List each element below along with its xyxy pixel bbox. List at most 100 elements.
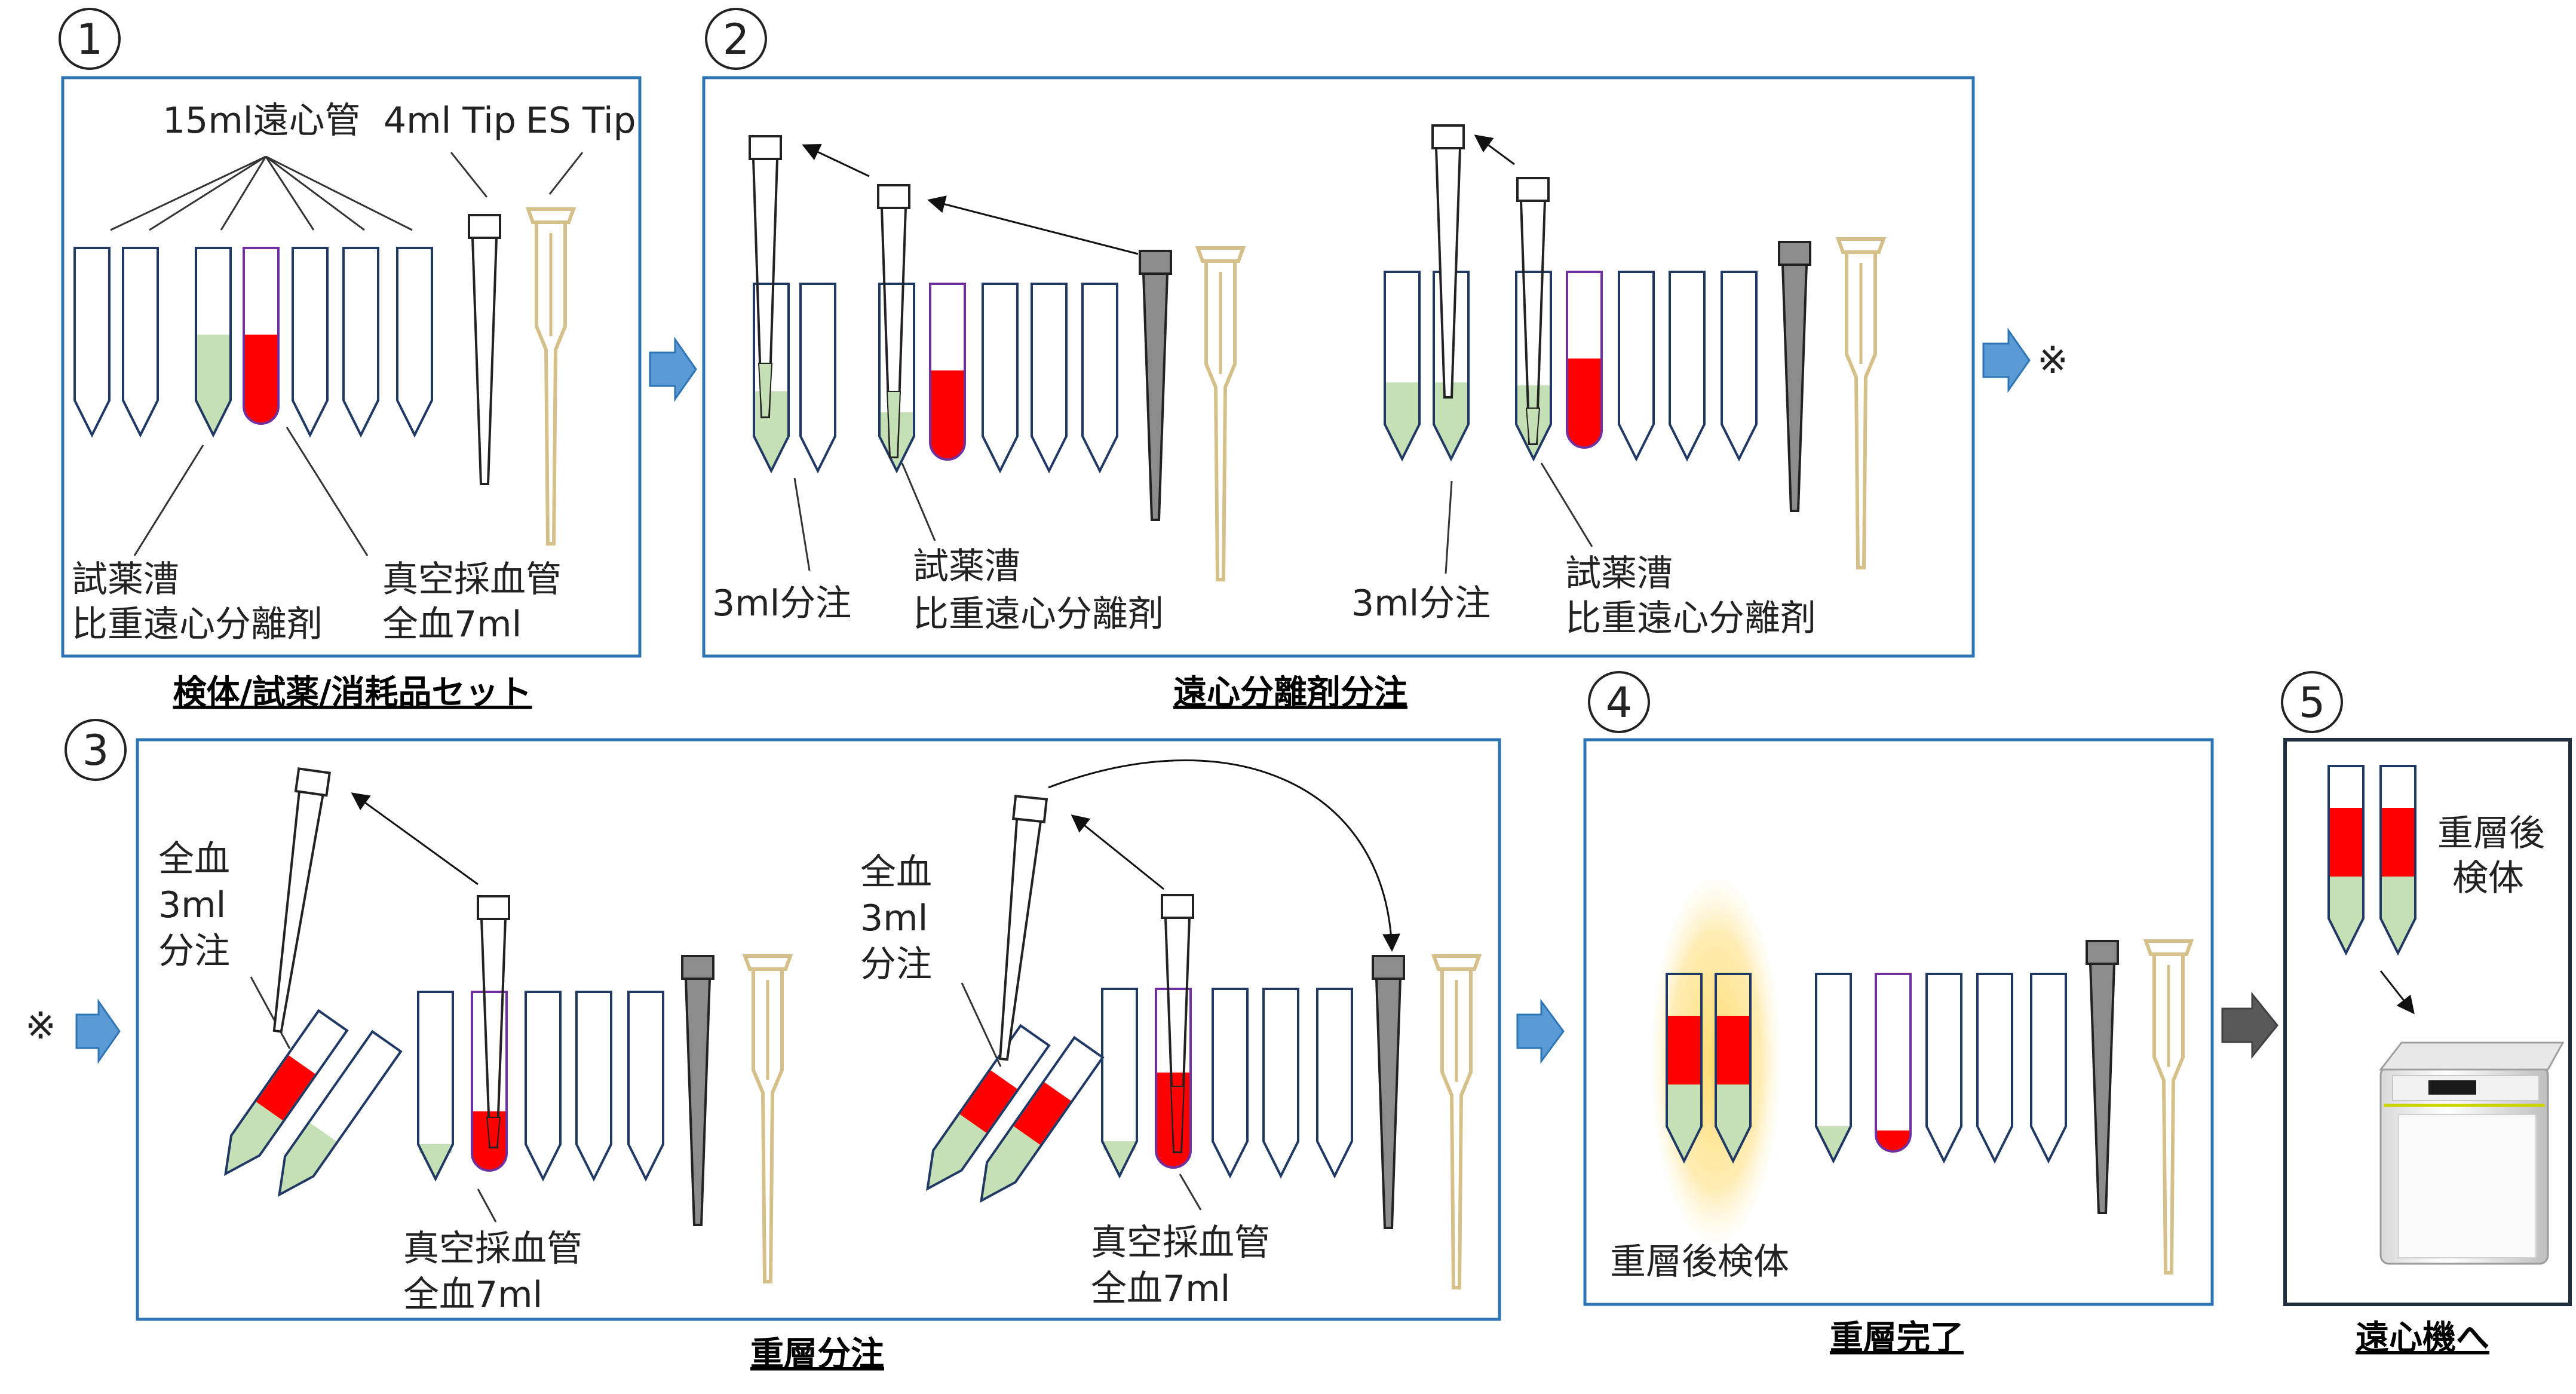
label-4ml-tip: 4ml Tip xyxy=(384,100,516,142)
flow-arrow-3-to-4 xyxy=(1516,998,1565,1064)
es-tip xyxy=(1195,246,1246,581)
pipette-tip-4ml xyxy=(877,184,910,458)
centrifuge-layer xyxy=(2378,1041,2565,1265)
centrifuge-tube xyxy=(1081,283,1118,474)
panel-2 xyxy=(702,76,1975,658)
label-vacuum-1: 真空採血管 xyxy=(382,559,562,601)
svg-text:3: 3 xyxy=(82,726,109,775)
centrifuge-tube xyxy=(1031,283,1068,474)
movement-arrows xyxy=(351,134,2415,1015)
vacuum-blood-tube xyxy=(929,283,966,461)
svg-text:5: 5 xyxy=(2299,678,2326,727)
label-vacuum-p3a-2: 全血7ml xyxy=(403,1274,542,1316)
centrifuge-tube xyxy=(1925,973,1962,1164)
svg-text:1: 1 xyxy=(76,15,103,64)
label-layered-sample: 重層後検体 xyxy=(1610,1241,1789,1283)
centrifuge-tube xyxy=(525,991,562,1182)
continuation-mark-out: ※ xyxy=(2037,338,2068,382)
panel-3 xyxy=(136,738,1501,1321)
pipette-tip-4ml xyxy=(1431,124,1465,399)
flow-arrow-4-to-5 xyxy=(2221,991,2278,1059)
pipette-tip-4ml xyxy=(1372,955,1405,1229)
label-whole-a-2: 3ml xyxy=(158,884,226,926)
centrifuge-display xyxy=(2428,1080,2476,1095)
label-dispense-right: 3ml分注 xyxy=(1351,583,1491,624)
label-reagent-p2a-2: 比重遠心分離剤 xyxy=(913,593,1164,635)
step-number-3: 3 xyxy=(65,719,127,781)
label-whole-a-3: 分注 xyxy=(158,930,230,972)
layered-tube xyxy=(2327,765,2365,956)
step-title-5: 遠心機へ xyxy=(2356,1319,2489,1358)
es-tip xyxy=(525,207,576,546)
svg-text:2: 2 xyxy=(723,15,750,64)
label-dispense-left: 3ml分注 xyxy=(712,583,851,624)
centrifuge-tube xyxy=(1669,271,1706,462)
centrifuge-tube xyxy=(1618,271,1655,462)
es-tip xyxy=(742,954,793,1283)
label-vacuum-p3b-1: 真空採血管 xyxy=(1091,1222,1270,1264)
centrifuge-tube xyxy=(1101,988,1138,1179)
step-number-2: 2 xyxy=(705,8,767,70)
label-vacuum-p3b-2: 全血7ml xyxy=(1091,1268,1230,1310)
layered-tube xyxy=(1666,973,1703,1164)
step-number-5: 5 xyxy=(2281,671,2343,733)
layered-tube xyxy=(2379,765,2416,956)
label-layered-1: 重層後 xyxy=(2437,813,2545,854)
pipette-tip-4ml xyxy=(998,795,1048,1061)
vacuum-blood-tube xyxy=(243,247,280,425)
reagent-tube xyxy=(195,247,232,438)
panel-1 xyxy=(61,76,642,658)
svg-text:4: 4 xyxy=(1606,678,1633,727)
pipette-tip-4ml xyxy=(1161,894,1194,1153)
label-whole-b-1: 全血 xyxy=(860,851,932,893)
label-whole-a-1: 全血 xyxy=(158,838,230,880)
tubes-layer xyxy=(73,124,2416,1289)
label-reagent-1: 試薬漕 xyxy=(72,559,179,601)
label-reagent-p2b-1: 試薬漕 xyxy=(1565,553,1673,595)
flow-arrow-2-out xyxy=(1982,327,2031,393)
es-tip xyxy=(1835,237,1887,569)
label-whole-b-3: 分注 xyxy=(860,943,932,985)
layered-tube xyxy=(1715,973,1752,1164)
step-title-2: 遠心分離剤分注 xyxy=(1173,673,1407,712)
flow-arrow-1-to-2 xyxy=(649,336,697,402)
pipette-tip-4ml xyxy=(468,214,501,485)
vacuum-blood-tube xyxy=(1566,271,1603,449)
panel-5 xyxy=(2283,738,2572,1306)
centrifuge-tube xyxy=(2030,973,2067,1164)
pipette-tip-4ml xyxy=(2086,940,2119,1214)
centrifuge-tube xyxy=(1721,271,1758,462)
centrifuge-tube xyxy=(627,991,664,1182)
label-whole-b-2: 3ml xyxy=(860,897,928,939)
centrifuge-tube xyxy=(342,247,379,438)
step-title-4: 重層完了 xyxy=(1830,1319,1964,1358)
step-number-1: 1 xyxy=(59,8,121,70)
centrifuge-tube xyxy=(1976,973,2013,1164)
panel-4 xyxy=(1583,738,2214,1306)
centrifuge-tube xyxy=(1262,988,1299,1179)
centrifuge-tube xyxy=(417,991,454,1182)
label-layered-2: 検体 xyxy=(2452,857,2524,899)
pipette-tip-4ml xyxy=(272,767,332,1033)
centrifuge-lid xyxy=(2378,1041,2565,1071)
centrifuge-tube xyxy=(1815,973,1852,1164)
leader-lines xyxy=(110,152,1593,1223)
step-title-1: 検体/試薬/消耗品セット xyxy=(173,673,532,712)
layering-tube xyxy=(224,1009,349,1177)
centrifuge-tube xyxy=(396,247,433,438)
vacuum-blood-tube xyxy=(1875,973,1912,1153)
label-vacuum-2: 全血7ml xyxy=(382,603,522,645)
label-reagent-p2a-1: 試薬漕 xyxy=(913,546,1020,587)
layering-tube xyxy=(926,1024,1051,1191)
centrifuge-tube xyxy=(122,247,159,438)
pipette-tip-4ml xyxy=(681,955,714,1226)
label-reagent-2: 比重遠心分離剤 xyxy=(72,603,323,645)
label-15ml-tube: 15ml遠心管 xyxy=(162,100,360,142)
centrifuge-tube xyxy=(73,247,111,438)
step-title-3: 重層分注 xyxy=(750,1335,884,1374)
continuation-mark-in: ※ xyxy=(25,1004,56,1047)
es-tip xyxy=(1431,954,1482,1289)
layering-tube xyxy=(278,1030,403,1197)
es-tip xyxy=(2143,939,2194,1274)
pipette-tip-4ml xyxy=(1778,241,1811,512)
